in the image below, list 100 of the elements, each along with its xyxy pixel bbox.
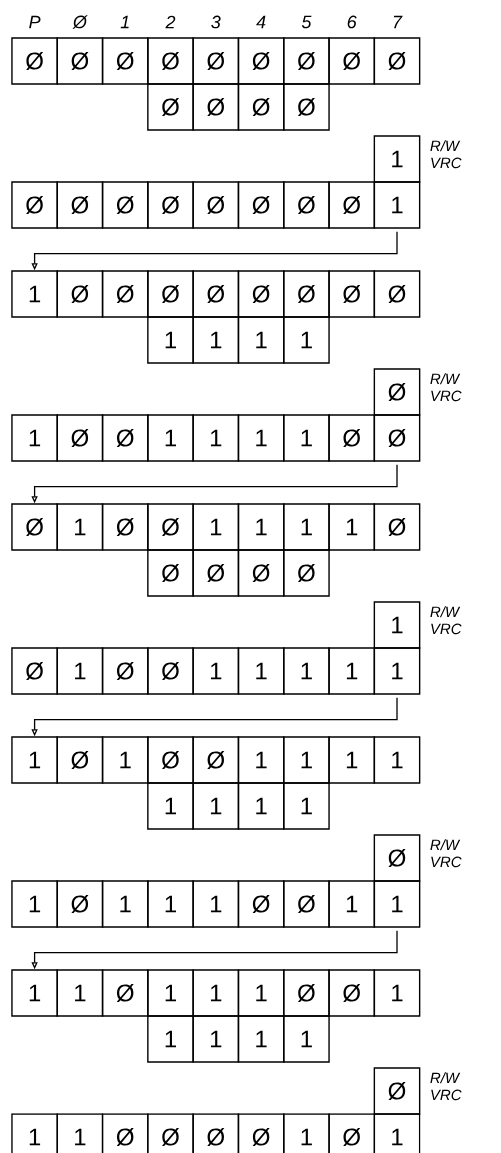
- bit-cell: Ø: [192, 1113, 240, 1153]
- bit-cell: 1: [56, 647, 104, 695]
- bit-cell: 1: [192, 647, 240, 695]
- bit-cell: 1: [328, 503, 376, 551]
- bit-cell: Ø: [328, 270, 376, 318]
- bit-cell: Ø: [192, 549, 240, 597]
- bit-cell: 1: [283, 736, 330, 784]
- bit-cell: Ø: [147, 549, 194, 597]
- bit-cell: 1: [237, 414, 285, 462]
- bit-cell: Ø: [192, 270, 240, 318]
- bit-cell: Ø: [101, 37, 149, 85]
- bit-cell: 1: [11, 1113, 58, 1153]
- bit-cell: Ø: [283, 880, 330, 928]
- bit-cell: 1: [147, 414, 194, 462]
- bit-cell: Ø: [101, 1113, 149, 1153]
- bit-cell: Ø: [11, 37, 58, 85]
- bit-cell: 1: [101, 880, 149, 928]
- bit-cell: 1: [147, 782, 194, 830]
- bit-cell: Ø: [192, 83, 240, 131]
- bit-cell: 1: [373, 181, 421, 229]
- bit-cell: 1: [147, 880, 194, 928]
- bit-cell: 1: [237, 736, 285, 784]
- bit-cell: 1: [147, 969, 194, 1017]
- bit-cell: Ø: [147, 736, 194, 784]
- column-label: 2: [165, 15, 176, 29]
- bit-cell: Ø: [237, 181, 285, 229]
- bit-cell: Ø: [237, 1113, 285, 1153]
- bit-cell: 1: [147, 316, 194, 364]
- bit-cell: Ø: [283, 181, 330, 229]
- bit-cell: 1: [373, 736, 421, 784]
- bit-cell: 1: [237, 1015, 285, 1063]
- bit-cell: Ø: [11, 647, 58, 695]
- bit-cell: 1: [373, 969, 421, 1017]
- bit-cell: Ø: [237, 83, 285, 131]
- bit-cell: 1: [237, 782, 285, 830]
- bit-cell: Ø: [56, 880, 104, 928]
- bit-cell: Ø: [283, 270, 330, 318]
- bit-cell: 1: [373, 647, 421, 695]
- column-label: 5: [301, 15, 312, 29]
- bit-cell: Ø: [373, 368, 421, 416]
- bit-cell: 1: [11, 736, 58, 784]
- bit-cell: 1: [147, 1015, 194, 1063]
- bit-cell: Ø: [56, 270, 104, 318]
- bit-cell: 1: [283, 647, 330, 695]
- bit-cell: 1: [328, 880, 376, 928]
- bit-cell: Ø: [147, 181, 194, 229]
- bit-cell: 1: [328, 736, 376, 784]
- bit-cell: Ø: [283, 37, 330, 85]
- bit-cell: 1: [237, 503, 285, 551]
- side-label: R/W VRC: [430, 140, 462, 169]
- bit-cell: 1: [11, 414, 58, 462]
- side-label: R/W VRC: [430, 606, 462, 635]
- bit-cell: Ø: [147, 270, 194, 318]
- column-label: 7: [393, 15, 403, 29]
- bit-cell: Ø: [237, 270, 285, 318]
- bit-cell: Ø: [373, 1067, 421, 1115]
- bit-cell: 1: [283, 316, 330, 364]
- bit-cell: 1: [192, 782, 240, 830]
- bit-cell: Ø: [328, 1113, 376, 1153]
- bit-cell: 1: [192, 880, 240, 928]
- bit-cell: Ø: [147, 647, 194, 695]
- bit-cell: Ø: [192, 181, 240, 229]
- bit-cell: Ø: [373, 503, 421, 551]
- bit-cell: Ø: [147, 1113, 194, 1153]
- side-label: R/W VRC: [430, 1072, 462, 1101]
- bit-cell: 1: [373, 1113, 421, 1153]
- bit-cell: 1: [101, 736, 149, 784]
- bit-cell: Ø: [101, 503, 149, 551]
- bit-cell: 1: [192, 414, 240, 462]
- bit-cell: Ø: [373, 270, 421, 318]
- bit-cell: 1: [283, 1113, 330, 1153]
- column-label: Ø: [72, 15, 88, 29]
- bit-cell: Ø: [328, 414, 376, 462]
- column-label: 6: [347, 15, 357, 29]
- bit-cell: Ø: [101, 647, 149, 695]
- bit-cell: 1: [56, 969, 104, 1017]
- bit-cell: Ø: [11, 503, 58, 551]
- side-label: R/W VRC: [430, 373, 462, 402]
- bit-cell: 1: [192, 503, 240, 551]
- bit-cell: Ø: [147, 83, 194, 131]
- column-label: 1: [120, 15, 129, 29]
- bit-cell: 1: [192, 316, 240, 364]
- bit-cell: 1: [283, 782, 330, 830]
- bit-cell: Ø: [237, 880, 285, 928]
- bit-cell: 1: [192, 1015, 240, 1063]
- bit-cell: 1: [11, 270, 58, 318]
- bit-cell: 1: [56, 503, 104, 551]
- bit-cell: Ø: [328, 37, 376, 85]
- bit-cell: Ø: [373, 414, 421, 462]
- bit-cell: Ø: [56, 37, 104, 85]
- bit-cell: Ø: [11, 181, 58, 229]
- bit-cell: Ø: [56, 181, 104, 229]
- bit-cell: Ø: [56, 414, 104, 462]
- bit-cell: 1: [237, 969, 285, 1017]
- bit-cell: 1: [328, 647, 376, 695]
- bit-cell: Ø: [283, 969, 330, 1017]
- bit-cell: Ø: [373, 37, 421, 85]
- bit-cell: 1: [283, 1015, 330, 1063]
- bit-cell: Ø: [56, 736, 104, 784]
- bit-cell: Ø: [101, 969, 149, 1017]
